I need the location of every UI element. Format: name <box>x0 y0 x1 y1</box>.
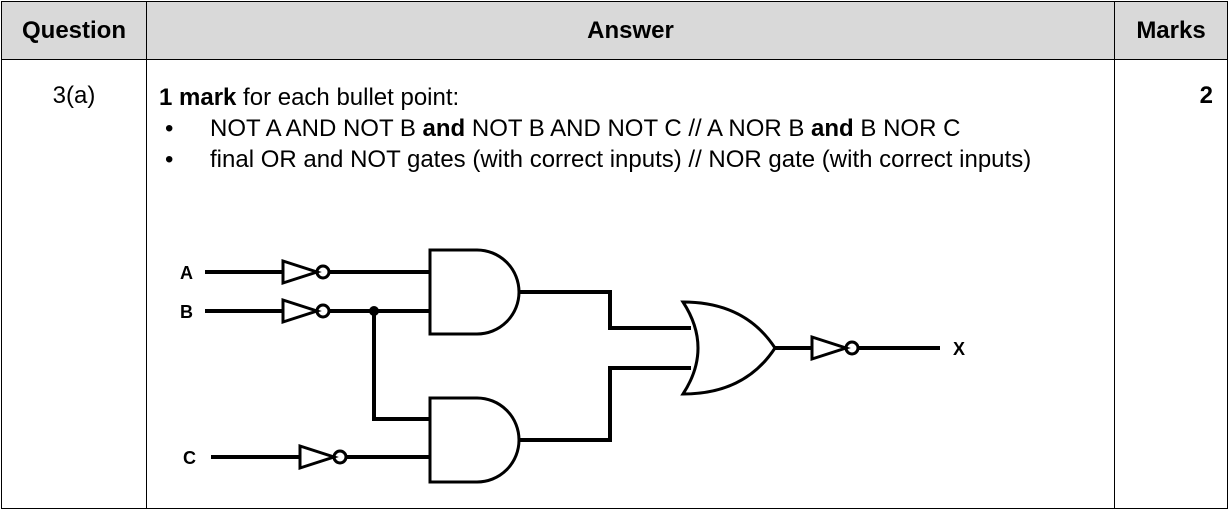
answer-row: 3(a) 1 mark for each bullet point: • NOT … <box>1 59 1228 509</box>
marks-header: Marks <box>1114 1 1228 60</box>
logic-circuit-diagram: A B C X <box>180 248 965 484</box>
bullet-dot: • <box>165 115 174 142</box>
bullet-item: • NOT A AND NOT B and NOT B AND NOT C // … <box>159 113 1079 144</box>
junction-dot <box>369 306 379 316</box>
wire-notb-and2 <box>372 311 430 421</box>
bullet-text: B NOR C <box>853 115 961 142</box>
bullet-text: final OR and NOT gates (with correct inp… <box>210 146 1032 173</box>
mark-instruction: 1 mark for each bullet point: <box>159 82 459 113</box>
bullet-dot: • <box>165 146 174 173</box>
bullet-bold-text: and <box>422 115 466 142</box>
not-gate-a <box>281 258 322 286</box>
label-b: B <box>180 302 193 322</box>
and-gate-2 <box>428 396 521 484</box>
not-gate-final <box>810 334 851 362</box>
label-x: X <box>953 339 965 359</box>
answer-cell: 1 mark for each bullet point: • NOT A AND… <box>146 59 1115 509</box>
mark-instruction-bold: 1 mark <box>159 84 237 111</box>
and-gate-1 <box>428 248 521 336</box>
bullet-text: NOT A AND NOT B <box>210 115 423 142</box>
header-row: Question Answer Marks <box>1 1 1228 60</box>
not-gate-c <box>298 443 339 471</box>
marks-value: 2 <box>1114 59 1228 509</box>
mark-instruction-text: for each bullet point: <box>236 84 460 111</box>
answer-header: Answer <box>146 1 1115 60</box>
not-gate-b <box>281 297 322 325</box>
bullet-bold-text: and <box>811 115 854 142</box>
question-number: 3(a) <box>1 59 147 509</box>
bullet-list: • NOT A AND NOT B and NOT B AND NOT C // … <box>159 113 1079 175</box>
label-a: A <box>180 263 193 283</box>
or-gate <box>680 300 777 396</box>
bullet-text: NOT B AND NOT C // A NOR B <box>465 115 812 142</box>
wire-and1-or <box>519 290 691 330</box>
question-header: Question <box>1 1 147 60</box>
label-c: C <box>183 448 196 468</box>
bullet-item: • final OR and NOT gates (with correct in… <box>159 144 1079 175</box>
wire-and2-or <box>519 366 691 442</box>
